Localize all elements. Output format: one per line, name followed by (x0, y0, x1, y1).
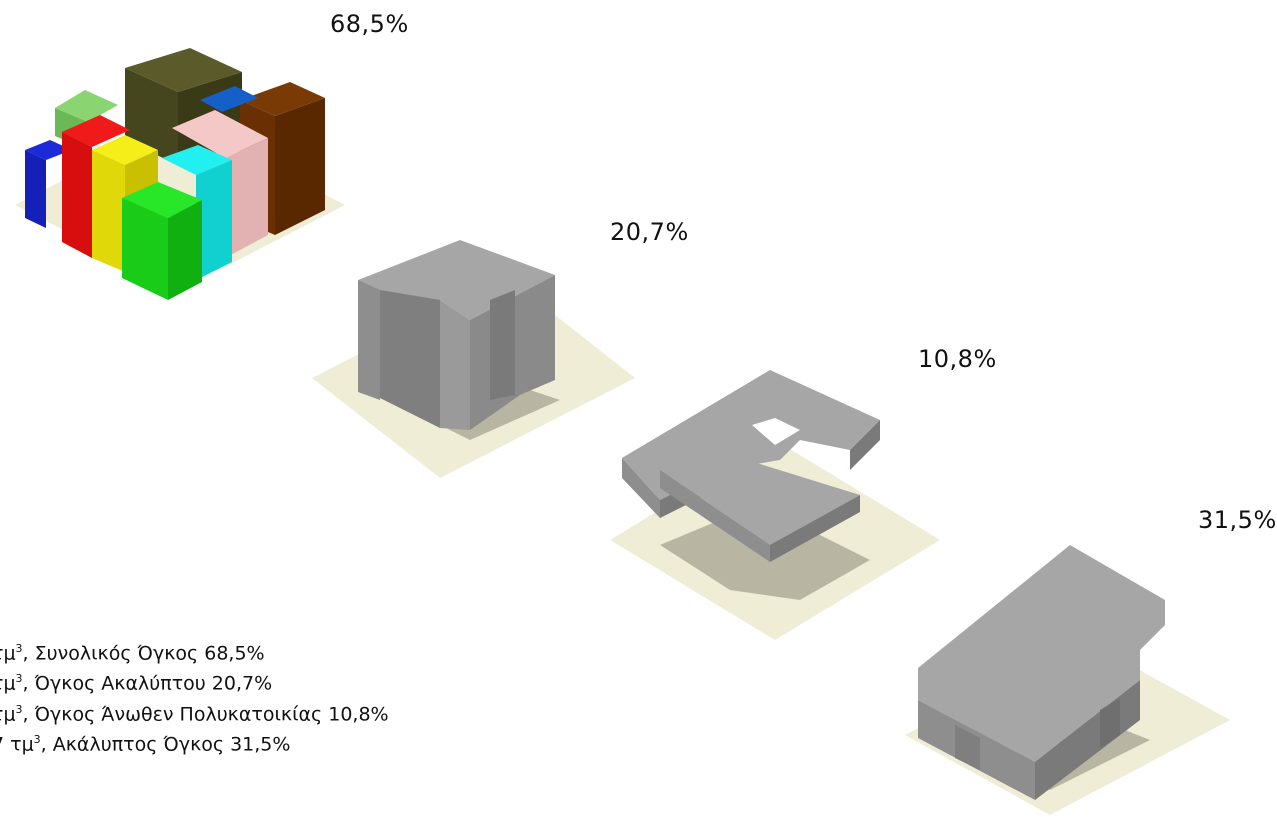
legend-line-courtyard: τμ3, Όγκος Ακαλύπτου 20,7% (0, 672, 273, 695)
model-total-volume (15, 48, 345, 300)
legend-line-total: τμ3, Συνολικός Όγκος 68,5% (0, 642, 265, 665)
percent-label-courtyard: 20,7% (610, 218, 689, 246)
model-courtyard-volume (312, 240, 635, 478)
percent-label-uncovered: 31,5% (1198, 506, 1277, 534)
percent-label-total: 68,5% (330, 10, 409, 38)
model-above-volume (610, 370, 940, 640)
legend-line-above: τμ3, Όγκος Άνωθεν Πολυκατοικίας 10,8% (0, 702, 389, 725)
percent-label-above: 10,8% (918, 345, 997, 373)
legend-line-uncovered: 7 τμ3, Ακάλυπτος Όγκος 31,5% (0, 732, 291, 756)
legend: τμ3, Συνολικός Όγκος 68,5% τμ3, Όγκος Ακ… (0, 636, 389, 757)
model-uncovered-volume (905, 545, 1230, 815)
